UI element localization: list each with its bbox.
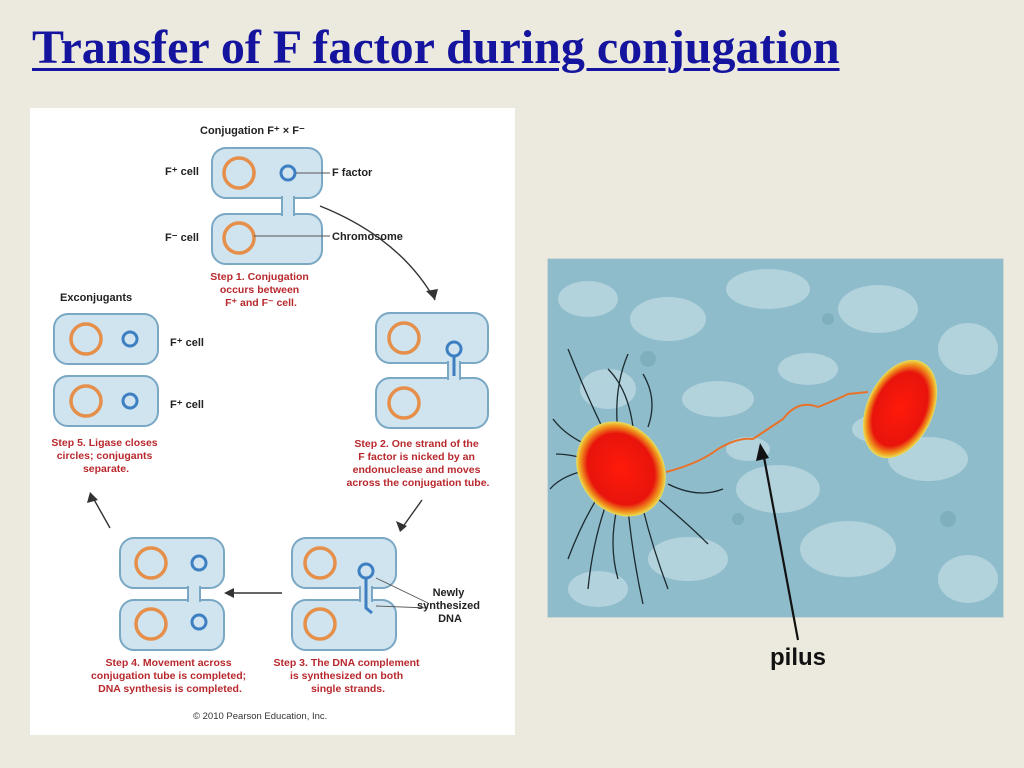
bacterium-left <box>576 421 666 517</box>
bacteria-micrograph <box>547 258 1004 618</box>
diagram-heading: Conjugation F⁺ × F⁻ <box>200 125 305 137</box>
step4-cell-pair <box>119 537 225 651</box>
step5-caption: Step 5. Ligase closes circles; conjugant… <box>51 437 160 475</box>
chromosome-icon <box>69 322 103 356</box>
cycle-arrow <box>91 495 111 529</box>
step2-cell-pair <box>375 312 489 429</box>
conjugation-diagram: Conjugation F⁺ × F⁻ F⁺ cell F⁻ cell F fa… <box>30 108 515 735</box>
step3-caption: Step 3. The DNA complement is synthesize… <box>274 657 423 695</box>
label-newly-synthesized-dna: Newly synthesized DNA <box>417 587 483 625</box>
label-chromosome: Chromosome <box>332 231 403 243</box>
chromosome-icon <box>222 156 256 190</box>
pilus-filament <box>665 391 869 473</box>
label-exconjugants: Exconjugants <box>60 292 132 304</box>
label-exconjugant-f-plus-1: F⁺ cell <box>170 337 204 349</box>
chromosome-icon <box>134 546 168 580</box>
chromosome-icon <box>387 321 421 355</box>
dna-strand-icon <box>364 578 373 615</box>
bacterium-right <box>862 359 938 459</box>
f-factor-icon <box>121 392 139 410</box>
label-f-plus-cell: F⁺ cell <box>165 166 199 178</box>
step1-caption: Step 1. Conjugation occurs between F⁺ an… <box>210 271 312 309</box>
cycle-arrow <box>319 205 436 301</box>
f-factor-icon <box>190 613 208 631</box>
slide-title: Transfer of F factor during conjugation <box>32 21 840 74</box>
chromosome-icon <box>387 386 421 420</box>
copyright-notice: © 2010 Pearson Education, Inc. <box>193 711 327 722</box>
cycle-arrow <box>401 499 423 529</box>
chromosome-icon <box>303 546 337 580</box>
step2-caption: Step 2. One strand of the F factor is ni… <box>347 438 490 489</box>
step3-cell-pair <box>291 537 397 651</box>
label-f-factor: F factor <box>332 167 373 179</box>
chromosome-icon <box>303 607 337 641</box>
chromosome-icon <box>222 221 256 255</box>
exconjugant-cells <box>53 313 159 427</box>
step1-cell-pair <box>211 147 323 265</box>
chromosome-icon <box>69 384 103 418</box>
step4-caption: Step 4. Movement across conjugation tube… <box>91 657 249 695</box>
pilus-label: pilus <box>770 644 827 671</box>
label-exconjugant-f-plus-2: F⁺ cell <box>170 399 204 411</box>
f-factor-icon <box>190 554 208 572</box>
chromosome-icon <box>134 607 168 641</box>
f-factor-icon <box>121 330 139 348</box>
f-factor-icon <box>279 164 297 182</box>
label-f-minus-cell: F⁻ cell <box>165 232 199 244</box>
